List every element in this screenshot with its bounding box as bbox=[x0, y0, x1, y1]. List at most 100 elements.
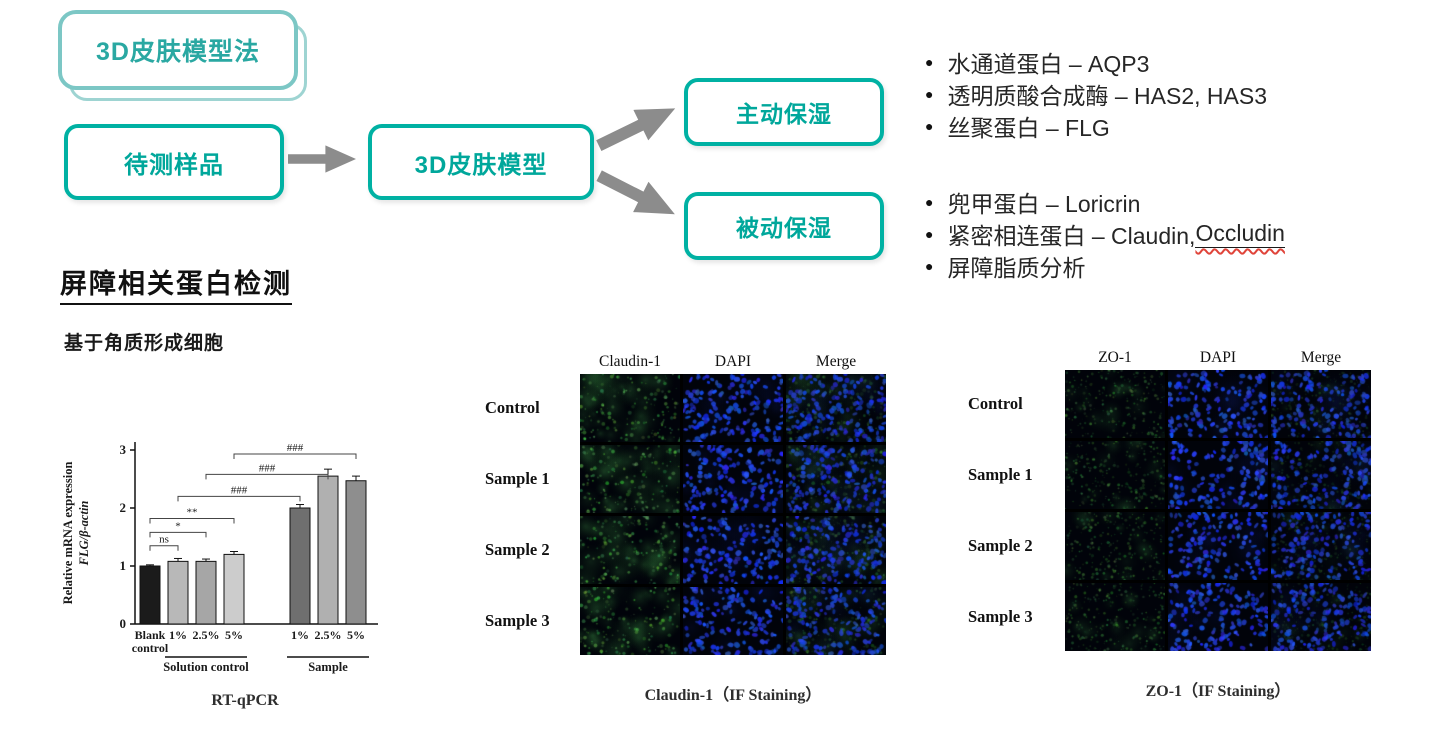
claudin-if-image-r1-c2 bbox=[786, 445, 886, 513]
zo1-if-image-r3-c2 bbox=[1271, 583, 1371, 651]
zo1-if-image-r1-c2 bbox=[1271, 441, 1371, 509]
bullet-text: 水通道蛋白 – AQP3 bbox=[947, 51, 1150, 77]
section-subtitle: 基于角质形成细胞 bbox=[64, 333, 225, 354]
svg-text:control: control bbox=[132, 641, 169, 655]
svg-text:1%: 1% bbox=[291, 628, 309, 642]
zo1-if-image-r1-c0 bbox=[1065, 441, 1165, 509]
passive-protein-list: ● 兜甲蛋白 – Loricrin ● 紧密相连蛋白 – Claudin, Oc… bbox=[925, 186, 1285, 282]
svg-text:5%: 5% bbox=[347, 628, 365, 642]
zo1-if-image-r0-c2 bbox=[1271, 370, 1371, 438]
list-item: ● 透明质酸合成酶 – HAS2, HAS3 bbox=[925, 78, 1267, 110]
zo1-if-image-r3-c0 bbox=[1065, 583, 1165, 651]
svg-text:###: ### bbox=[231, 484, 248, 496]
claudin-if-image-r0-c2 bbox=[786, 374, 886, 442]
claudin-if-image-r1-c1 bbox=[683, 445, 783, 513]
column-header: Claudin-1 bbox=[599, 353, 661, 370]
svg-text:Relative mRNA expression: Relative mRNA expression bbox=[61, 462, 75, 605]
zo1-if-image-r2-c0 bbox=[1065, 512, 1165, 580]
section-heading: 屏障相关蛋白检测 bbox=[60, 262, 292, 305]
model-box-label: 3D皮肤模型 bbox=[414, 151, 548, 179]
active-protein-list: ● 水通道蛋白 – AQP3 ● 透明质酸合成酶 – HAS2, HAS3 ● … bbox=[925, 46, 1267, 142]
svg-text:Sample: Sample bbox=[308, 660, 348, 674]
bullet-icon: ● bbox=[925, 194, 934, 210]
sample-box: 待测样品 bbox=[64, 124, 284, 200]
claudin-if-image-r3-c1 bbox=[683, 587, 783, 655]
row-label: Sample 1 bbox=[968, 465, 1033, 484]
section-title: 屏障相关蛋白检测 bbox=[60, 269, 292, 305]
svg-text:5%: 5% bbox=[225, 628, 243, 642]
zo1-if-image-r0-c1 bbox=[1168, 370, 1268, 438]
model-box: 3D皮肤模型 bbox=[368, 124, 594, 200]
bullet-icon: ● bbox=[925, 258, 934, 274]
passive-box-label: 被动保湿 bbox=[736, 215, 832, 241]
svg-text:ns: ns bbox=[159, 534, 169, 546]
active-box-label: 主动保湿 bbox=[736, 101, 832, 127]
column-header: ZO-1 bbox=[1098, 349, 1132, 366]
bullet-icon: ● bbox=[925, 54, 934, 70]
claudin-if-image-r0-c0 bbox=[580, 374, 680, 442]
svg-text:1%: 1% bbox=[169, 628, 187, 642]
claudin-row-labels: Control Sample 1 Sample 2 Sample 3 bbox=[480, 374, 580, 655]
spellchecked-word: Occludin bbox=[1195, 220, 1285, 248]
svg-text:FLG/β-actin: FLG/β-actin bbox=[77, 501, 91, 567]
zo1-if-image-r2-c1 bbox=[1168, 512, 1268, 580]
list-item: ● 兜甲蛋白 – Loricrin bbox=[925, 186, 1285, 218]
active-box: 主动保湿 bbox=[684, 78, 884, 146]
list-item: ● 水通道蛋白 – AQP3 bbox=[925, 46, 1267, 78]
svg-text:3: 3 bbox=[120, 442, 127, 457]
zo1-if-panel: ZO-1 DAPI Merge Control Sample 1 Sample … bbox=[962, 346, 1371, 701]
zo1-caption: ZO-1（IF Staining） bbox=[1145, 683, 1291, 700]
claudin-if-image-r2-c0 bbox=[580, 516, 680, 584]
svg-text:Blank: Blank bbox=[135, 628, 166, 642]
claudin-if-image-r0-c1 bbox=[683, 374, 783, 442]
passive-box: 被动保湿 bbox=[684, 192, 884, 260]
claudin-image-grid bbox=[580, 374, 886, 655]
list-item: ● 紧密相连蛋白 – Claudin, Occludin bbox=[925, 218, 1285, 250]
svg-text:*: * bbox=[175, 520, 181, 532]
zo1-if-image-r3-c1 bbox=[1168, 583, 1268, 651]
row-label: Sample 2 bbox=[485, 540, 550, 559]
list-item: ● 丝聚蛋白 – FLG bbox=[925, 110, 1267, 142]
chart-caption: RT-qPCR bbox=[211, 692, 279, 709]
arrow-up-right-icon bbox=[596, 108, 676, 151]
zo1-row-labels: Control Sample 1 Sample 2 Sample 3 bbox=[962, 370, 1065, 651]
zo1-column-headers: ZO-1 DAPI Merge bbox=[1065, 346, 1371, 370]
claudin-if-image-r2-c2 bbox=[786, 516, 886, 584]
zo1-image-grid bbox=[1065, 370, 1371, 651]
row-label: Sample 3 bbox=[485, 611, 550, 630]
arrow-down-right-icon bbox=[596, 170, 675, 215]
svg-text:2: 2 bbox=[120, 500, 127, 515]
row-label: Sample 1 bbox=[485, 469, 550, 488]
zo1-if-image-r1-c1 bbox=[1168, 441, 1268, 509]
svg-text:1: 1 bbox=[120, 558, 127, 573]
bullet-icon: ● bbox=[925, 118, 934, 134]
bullet-text: 丝聚蛋白 – FLG bbox=[947, 115, 1110, 141]
column-header: Merge bbox=[1300, 349, 1342, 366]
method-box: 3D皮肤模型法 bbox=[58, 10, 307, 101]
row-label: Control bbox=[485, 398, 540, 417]
svg-text:2.5%: 2.5% bbox=[315, 628, 342, 642]
bullet-text: 透明质酸合成酶 – HAS2, HAS3 bbox=[947, 83, 1267, 109]
bullet-text: 屏障脂质分析 bbox=[947, 255, 1086, 281]
arrow-right-icon bbox=[288, 145, 356, 173]
svg-text:###: ### bbox=[259, 462, 276, 474]
claudin-if-image-r3-c2 bbox=[786, 587, 886, 655]
column-header: Merge bbox=[815, 353, 857, 370]
claudin-if-image-r2-c1 bbox=[683, 516, 783, 584]
column-header: DAPI bbox=[714, 353, 752, 370]
list-item: ● 屏障脂质分析 bbox=[925, 250, 1285, 282]
bullet-text: 兜甲蛋白 – Loricrin bbox=[947, 191, 1141, 217]
svg-text:Solution control: Solution control bbox=[163, 660, 249, 674]
svg-text:###: ### bbox=[287, 442, 304, 454]
claudin-if-panel: Claudin-1 DAPI Merge Control Sample 1 Sa… bbox=[480, 350, 886, 705]
bullet-icon: ● bbox=[925, 86, 934, 102]
claudin-if-image-r1-c0 bbox=[580, 445, 680, 513]
svg-text:2.5%: 2.5% bbox=[193, 628, 220, 642]
bullet-icon: ● bbox=[925, 226, 934, 242]
bullet-text: 紧密相连蛋白 – Claudin, bbox=[947, 223, 1196, 249]
claudin-caption: Claudin-1（IF Staining） bbox=[644, 687, 822, 704]
zo1-if-image-r2-c2 bbox=[1271, 512, 1371, 580]
row-label: Sample 2 bbox=[968, 536, 1033, 555]
